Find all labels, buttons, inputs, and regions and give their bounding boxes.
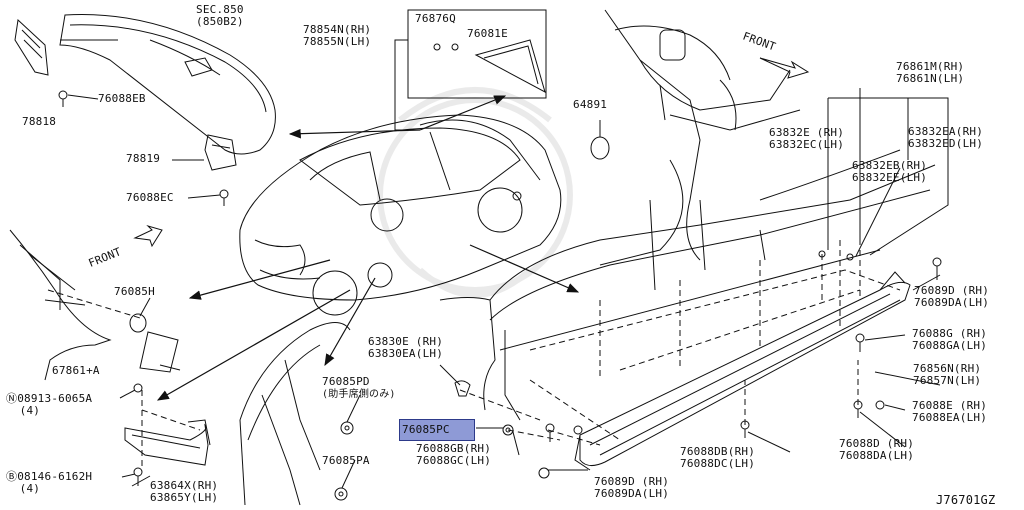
callout-78819: 78819 <box>126 152 161 165</box>
bracket-78819 <box>204 134 237 171</box>
bracket-78818 <box>14 18 49 76</box>
callout-63832ea: 63832EA(RH)63832ED(LH) <box>908 125 984 150</box>
callout-sec850: SEC.850(850B2) <box>196 3 244 28</box>
callout-78854n: 78854N(RH)78855N(LH) <box>303 23 372 48</box>
callout-63830e: 63830E (RH)63830EA(LH) <box>368 335 444 360</box>
callout-63832e: 63832E (RH)63832EC(LH) <box>769 126 845 151</box>
callout-76089d-bot: 76089D (RH)76089DA(LH) <box>594 475 670 500</box>
callout-76856n: 76856N(RH)76857N(LH) <box>913 362 982 387</box>
callout-76081e: 76081E <box>467 27 508 40</box>
callout-76088g: 76088G (RH)76088GA(LH) <box>912 327 988 352</box>
callout-76088ec: 76088EC <box>126 191 174 204</box>
callout-63864x: 63864X(RH)63865Y(LH) <box>150 479 219 504</box>
rear-arch <box>239 322 351 506</box>
callout-76089d-top: 76089D (RH)76089DA(LH) <box>914 284 990 309</box>
body-pillar <box>604 9 901 261</box>
callout-76088e: 76088E (RH)76088EA(LH) <box>912 399 988 424</box>
callout-76876q: 76876Q <box>415 12 456 25</box>
front-bumper <box>59 14 276 155</box>
bracket-63864x <box>124 419 211 466</box>
callout-76088gb: 76088GB(RH)76088GC(LH) <box>416 442 492 467</box>
side-sill-molding <box>574 271 911 471</box>
front-fender <box>9 229 112 381</box>
callout-76861m: 76861M(RH)76861N(LH) <box>896 60 965 85</box>
callout-76085pc-highlighted[interactable]: 76085PC <box>399 419 475 441</box>
callout-63832eb: 63832EB(RH)63832EE(LH) <box>852 159 928 184</box>
callout-76088d: 76088D (RH)76088DA(LH) <box>839 437 915 462</box>
callout-76088db: 76088DB(RH)76088DC(LH) <box>680 445 756 470</box>
sill-panel <box>439 159 936 421</box>
callout-64891: 64891 <box>573 98 608 111</box>
corner-finisher-76081e <box>474 39 546 94</box>
callout-78818: 78818 <box>22 115 57 128</box>
callout-76085pd: 76085PD(助手席側のみ) <box>322 375 396 401</box>
callout-76088eb: 76088EB <box>98 92 146 105</box>
front-arrow-left <box>133 224 163 248</box>
front-arrow-top <box>759 57 810 79</box>
callout-08146: Ⓑ08146-6162H (4) <box>6 470 93 495</box>
mud-guard-67861 <box>139 331 179 373</box>
leader-lines <box>60 39 949 489</box>
callout-67861a: 67861+A <box>52 364 100 377</box>
callout-76085pa: 76085PA <box>322 454 370 467</box>
bolts <box>58 43 942 486</box>
callout-76085h: 76085H <box>114 285 155 298</box>
callout-08913: Ⓝ08913-6065A (4) <box>6 392 93 417</box>
car-body <box>239 114 562 316</box>
watermark-emblem <box>377 87 573 298</box>
diagram-id: J76701GZ <box>936 493 996 507</box>
